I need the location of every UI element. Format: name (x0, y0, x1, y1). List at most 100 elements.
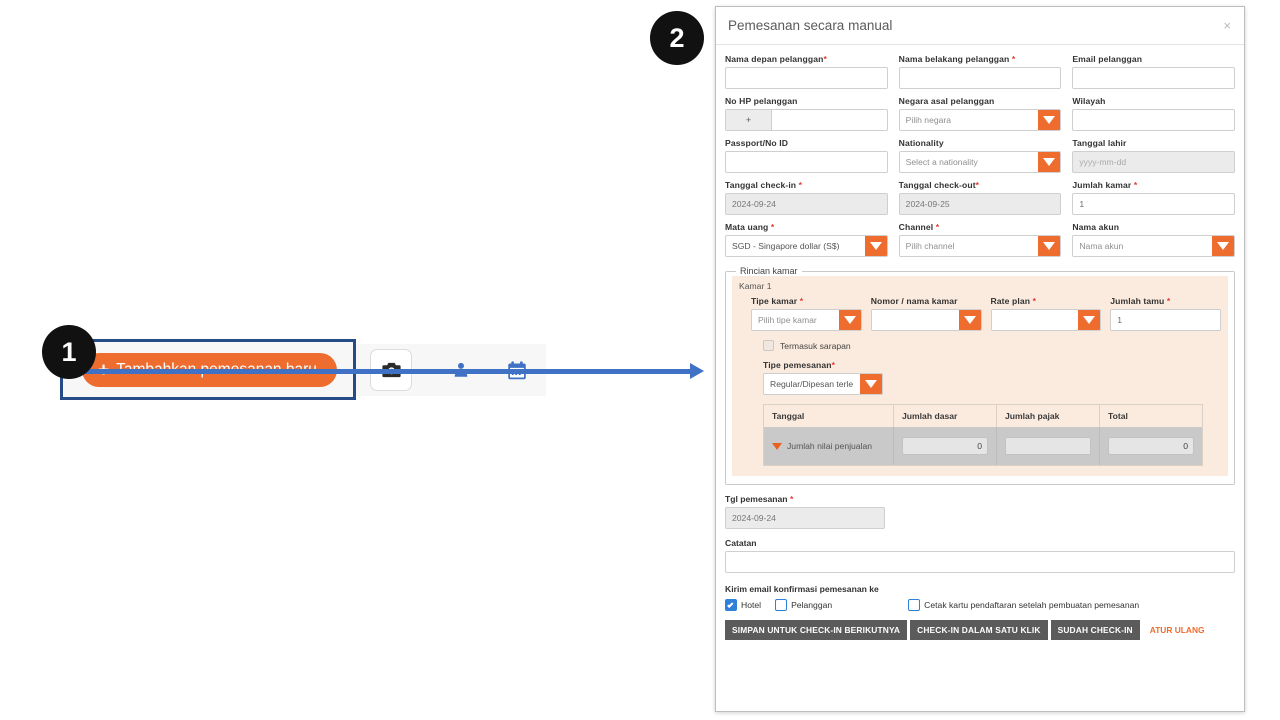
room-details-panel: Kamar 1 Tipe kamar * Pilih tipe kamar No… (732, 276, 1228, 476)
field-label: Jumlah tamu * (1110, 296, 1171, 306)
last-name-input[interactable] (898, 67, 1062, 89)
manual-booking-modal: Pemesanan secara manual × Nama depan pel… (715, 6, 1245, 712)
breakfast-checkbox[interactable] (763, 340, 774, 351)
room-type-select-value: Pilih tipe kamar (758, 315, 817, 325)
field-channel: Channel * Pilih channel (898, 222, 1062, 257)
checkbox-hotel[interactable]: Hotel (725, 599, 761, 611)
field-label: Tanggal check-out* (898, 180, 980, 190)
close-icon[interactable]: × (1223, 18, 1231, 33)
checkbox-unchecked-icon[interactable] (908, 599, 921, 611)
field-label: Passport/No ID (725, 138, 788, 148)
field-label: Tanggal check-in * (725, 180, 803, 190)
step-marker-1: 1 (42, 325, 96, 379)
notes-label: Catatan (725, 538, 757, 548)
nationality-select-value: Select a nationality (905, 157, 978, 167)
guest-count-input[interactable]: 1 (1110, 309, 1221, 331)
room-type-select[interactable]: Pilih tipe kamar (751, 309, 862, 331)
chevron-down-icon[interactable] (958, 310, 981, 330)
chevron-down-icon[interactable] (864, 236, 887, 256)
checkbox-print-card[interactable]: Cetak kartu pendaftaran setelah pembuata… (908, 599, 1139, 611)
one-click-checkin-button[interactable]: CHECK-IN DALAM SATU KLIK (910, 620, 1048, 640)
flow-arrow-head (690, 363, 704, 379)
row-label-cell[interactable]: Jumlah nilai penjualan (764, 427, 894, 465)
chevron-down-icon[interactable] (1078, 310, 1101, 330)
channel-select-value: Pilih channel (905, 241, 955, 251)
expand-triangle-icon[interactable] (772, 442, 782, 450)
first-name-input[interactable] (725, 67, 888, 89)
field-first-name: Nama depan pelanggan* (725, 54, 888, 89)
phone-input-group[interactable]: + (725, 109, 888, 131)
column-header-total: Total (1108, 411, 1128, 421)
field-label: Tanggal lahir (1072, 138, 1127, 148)
field-label: Channel * (898, 222, 940, 232)
booking-date-input[interactable]: 2024-09-24 (725, 507, 885, 529)
field-label: Mata uang * (725, 222, 775, 232)
notes-input[interactable] (725, 551, 1235, 573)
checkbox-customer[interactable]: Pelanggan (775, 599, 832, 611)
field-label: Wilayah (1072, 96, 1106, 106)
room-count-input[interactable]: 1 (1072, 193, 1236, 215)
column-header-base: Jumlah dasar (894, 405, 997, 427)
birth-date-input[interactable]: yyyy-mm-dd (1072, 151, 1236, 173)
field-label: Nationality (898, 138, 944, 148)
tax-amount-cell (997, 427, 1100, 465)
checkbox-print-card-label: Cetak kartu pendaftaran setelah pembuata… (924, 600, 1140, 610)
booking-type-select[interactable]: Regular/Dipesan terle (763, 373, 883, 395)
room-number-select-value (872, 310, 959, 330)
chevron-down-icon[interactable] (838, 310, 861, 330)
checkbox-unchecked-icon[interactable] (775, 599, 788, 611)
rate-plan-select-value (992, 310, 1079, 330)
chevron-down-icon[interactable] (1038, 236, 1061, 256)
room-caption: Kamar 1 (739, 281, 772, 291)
field-label: No HP pelanggan (725, 96, 798, 106)
field-label: Nama depan pelanggan* (725, 54, 827, 64)
field-label: Negara asal pelanggan (898, 96, 995, 106)
region-input[interactable] (1072, 109, 1236, 131)
already-checked-in-button[interactable]: SUDAH CHECK-IN (1050, 620, 1140, 640)
tax-amount-input[interactable] (1005, 437, 1091, 455)
passport-input[interactable] (725, 151, 888, 173)
email-confirmation-options: Hotel Pelanggan Cetak kartu pendaftaran … (725, 599, 1235, 611)
field-nationality: Nationality Select a nationality (898, 138, 1062, 173)
account-name-select[interactable]: Nama akun (1072, 235, 1236, 257)
save-next-checkin-button[interactable]: SIMPAN UNTUK CHECK-IN BERIKUTNYA (725, 620, 908, 640)
modal-header: Pemesanan secara manual × (716, 7, 1244, 45)
field-check-in: Tanggal check-in * 2024-09-24 (725, 180, 888, 215)
form-row-identity: Passport/No ID Nationality Select a nati… (725, 138, 1236, 173)
email-input[interactable] (1072, 67, 1236, 89)
form-row-contact: No HP pelanggan + Negara asal pelanggan … (725, 96, 1236, 131)
booking-type-select-value: Regular/Dipesan terle (770, 379, 854, 389)
chevron-down-icon[interactable] (1212, 236, 1235, 256)
total-amount-input[interactable]: 0 (1108, 437, 1194, 455)
field-phone: No HP pelanggan + (725, 96, 888, 131)
total-amount-cell: 0 (1100, 427, 1202, 465)
currency-select[interactable]: SGD - Singapore dollar (S$) (725, 235, 888, 257)
room-number-select[interactable] (870, 309, 982, 331)
nationality-select[interactable]: Select a nationality (898, 151, 1062, 173)
column-header-date: Tanggal (764, 405, 894, 427)
form-row-booking-meta: Mata uang * SGD - Singapore dollar (S$) … (725, 222, 1236, 257)
field-label: Tipe pemesanan* (763, 360, 836, 370)
rate-plan-select[interactable] (990, 309, 1102, 331)
field-booking-type: Tipe pemesanan* Regular/Dipesan terle (763, 360, 883, 395)
field-region: Wilayah (1072, 96, 1236, 131)
reset-link[interactable]: ATUR ULANG (1149, 625, 1205, 635)
check-in-input[interactable]: 2024-09-24 (725, 193, 888, 215)
channel-select[interactable]: Pilih channel (898, 235, 1062, 257)
breakfast-checkbox-row[interactable]: Termasuk sarapan (763, 340, 1221, 351)
phone-number-input[interactable] (772, 110, 887, 130)
country-select[interactable]: Pilih negara (898, 109, 1062, 131)
check-out-input[interactable]: 2024-09-25 (898, 193, 1062, 215)
field-birth-date: Tanggal lahir yyyy-mm-dd (1072, 138, 1236, 173)
checkbox-checked-icon[interactable] (725, 599, 737, 611)
chevron-down-icon[interactable] (860, 374, 882, 394)
field-room-number: Nomor / nama kamar (870, 296, 982, 331)
booking-date-label: Tgl pemesanan * (725, 494, 794, 504)
checkbox-customer-label: Pelanggan (791, 600, 833, 610)
action-bar: SIMPAN UNTUK CHECK-IN BERIKUTNYA CHECK-I… (725, 620, 1235, 640)
chevron-down-icon[interactable] (1038, 110, 1061, 130)
chevron-down-icon[interactable] (1038, 152, 1061, 172)
field-currency: Mata uang * SGD - Singapore dollar (S$) (725, 222, 888, 257)
base-amount-input[interactable]: 0 (902, 437, 988, 455)
field-check-out: Tanggal check-out* 2024-09-25 (898, 180, 1062, 215)
